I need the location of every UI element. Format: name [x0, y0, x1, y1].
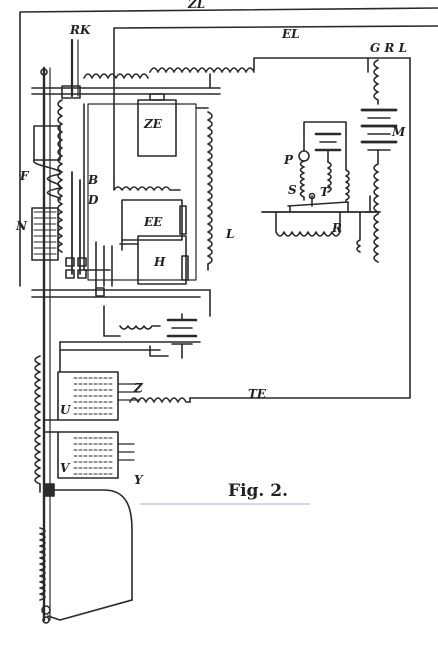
h-relay	[119, 235, 189, 285]
figure-caption: Fig. 2.	[228, 481, 288, 501]
coil-left-vertical	[57, 99, 63, 253]
label-rk: RK	[69, 23, 91, 37]
label-r: R	[331, 221, 342, 235]
label-l: L	[225, 227, 234, 241]
label-b: B	[87, 173, 98, 187]
coil-ee-feed	[113, 179, 181, 191]
label-m: M	[391, 125, 406, 139]
label-ze: ZE	[143, 117, 163, 131]
rk-knob	[40, 68, 81, 99]
hook-switch	[39, 483, 133, 624]
battery-m	[360, 59, 398, 215]
label-h: H	[153, 255, 166, 269]
coil-f	[33, 125, 61, 201]
terminal-blocks	[65, 257, 105, 297]
battery-lower	[149, 313, 198, 359]
label-y: Y	[134, 473, 144, 487]
mid-cross-plate	[31, 289, 211, 317]
misc-wiring	[43, 103, 113, 433]
coil-top-horizontal	[83, 57, 369, 79]
comb-v	[57, 431, 135, 479]
core-n-shading	[33, 211, 57, 255]
ee-electromagnet	[121, 199, 187, 251]
label-z: Z	[133, 381, 144, 395]
coil-l	[207, 111, 213, 271]
top-cross-plate	[31, 73, 221, 95]
label-el: EL	[281, 27, 300, 41]
line-wire-zl	[19, 7, 438, 287]
line-wire-el	[113, 25, 438, 181]
comb-u	[57, 371, 141, 421]
label-zl: ZL	[187, 0, 205, 11]
lower-cross-plate	[59, 341, 201, 351]
relay-frame	[87, 103, 209, 281]
label-grl: G R L	[370, 41, 407, 55]
label-u: U	[60, 403, 72, 417]
ze-cell	[137, 93, 177, 157]
label-te: TE	[248, 387, 267, 401]
label-v: V	[60, 461, 71, 475]
label-s: S	[288, 183, 297, 197]
label-ee: EE	[143, 215, 163, 229]
coil-lower-left	[103, 305, 161, 337]
label-p: P	[283, 153, 294, 167]
transmitter-circuit	[261, 121, 381, 253]
label-f: F	[19, 169, 30, 183]
label-n: N	[15, 219, 28, 233]
coil-shaft-lower	[34, 355, 41, 493]
ringer-coil-right	[373, 213, 379, 263]
label-d: D	[87, 193, 99, 207]
label-t: T	[320, 185, 330, 199]
